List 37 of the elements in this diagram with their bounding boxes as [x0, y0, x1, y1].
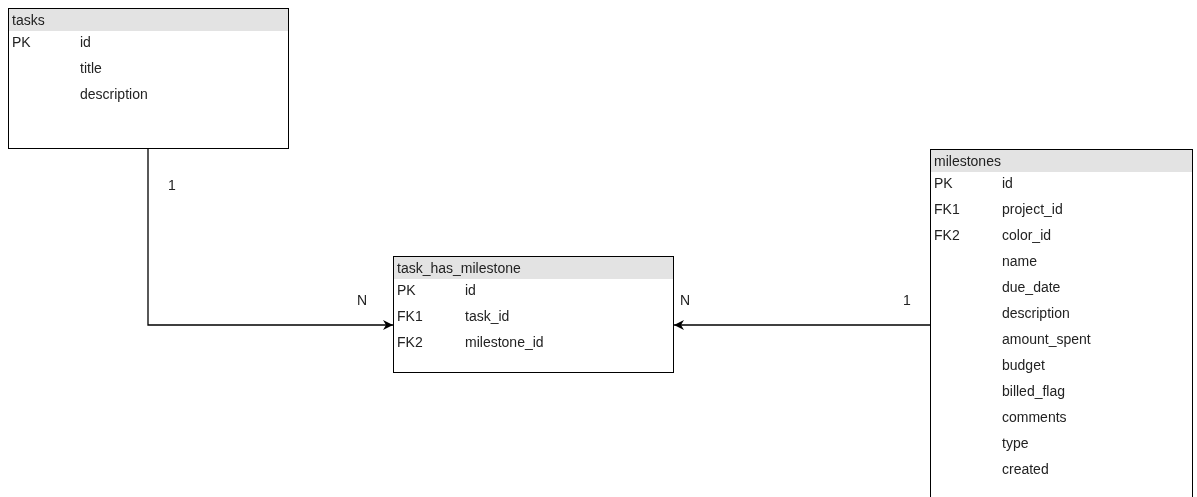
table-name: tasks — [12, 12, 45, 28]
key-label: FK2 — [397, 334, 423, 350]
column-name: title — [80, 60, 102, 76]
column-name: type — [1002, 435, 1029, 451]
cardinality-label: N — [357, 292, 368, 308]
column-name: id — [465, 282, 476, 298]
cardinality-label: 1 — [168, 177, 176, 193]
table-box — [930, 149, 1193, 497]
column-name: description — [1002, 305, 1070, 321]
key-label: PK — [397, 282, 416, 298]
column-name: milestone_id — [465, 334, 544, 350]
table-name: milestones — [934, 153, 1001, 169]
column-name: created — [1002, 461, 1049, 477]
column-name: budget — [1002, 357, 1045, 373]
column-name: task_id — [465, 308, 510, 324]
column-name: color_id — [1002, 227, 1052, 243]
column-name: billed_flag — [1002, 383, 1066, 399]
relationship-arrow — [673, 320, 931, 330]
cardinality-label: N — [680, 292, 691, 308]
key-label: FK2 — [934, 227, 960, 243]
column-name: comments — [1002, 409, 1067, 425]
column-name: name — [1002, 253, 1038, 269]
column-name: id — [80, 34, 91, 50]
column-name: project_id — [1002, 201, 1063, 217]
table-box — [393, 256, 674, 373]
table-name: task_has_milestone — [397, 260, 521, 276]
column-name: due_date — [1002, 279, 1061, 295]
key-label: FK1 — [397, 308, 423, 324]
column-name: description — [80, 86, 148, 102]
key-label: FK1 — [934, 201, 960, 217]
key-label: PK — [934, 175, 953, 191]
column-name: amount_spent — [1002, 331, 1091, 347]
column-name: id — [1002, 175, 1013, 191]
cardinality-label: 1 — [903, 292, 911, 308]
key-label: PK — [12, 34, 31, 50]
relationship-arrow — [147, 148, 394, 330]
table-box — [8, 8, 289, 149]
